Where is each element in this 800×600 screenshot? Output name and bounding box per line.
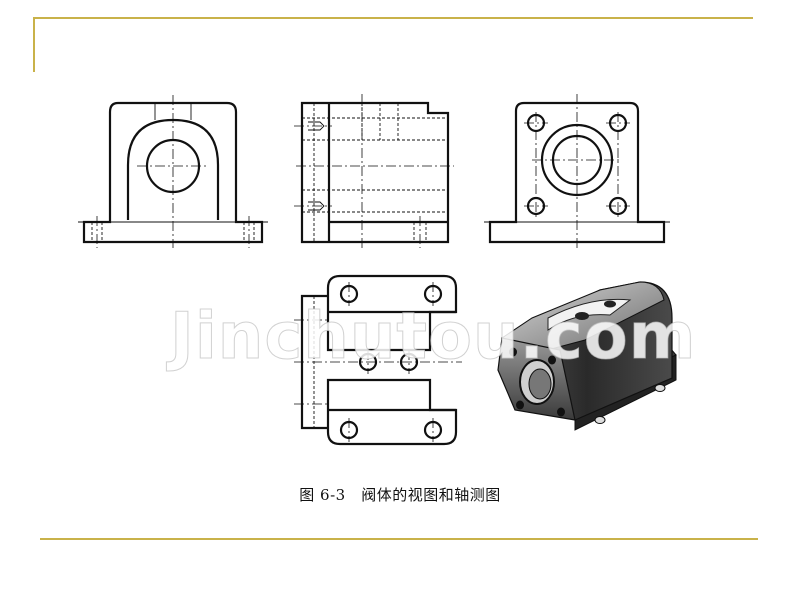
bottom-rule bbox=[40, 538, 758, 540]
top-rule bbox=[33, 17, 753, 19]
left-side-view bbox=[294, 94, 454, 248]
figure-caption: 图 6-3 阀体的视图和轴测图 bbox=[299, 486, 501, 504]
left-rule bbox=[33, 17, 35, 72]
isometric-view bbox=[497, 281, 677, 431]
right-side-view bbox=[484, 94, 670, 248]
top-view bbox=[294, 274, 462, 446]
front-view bbox=[78, 95, 268, 248]
